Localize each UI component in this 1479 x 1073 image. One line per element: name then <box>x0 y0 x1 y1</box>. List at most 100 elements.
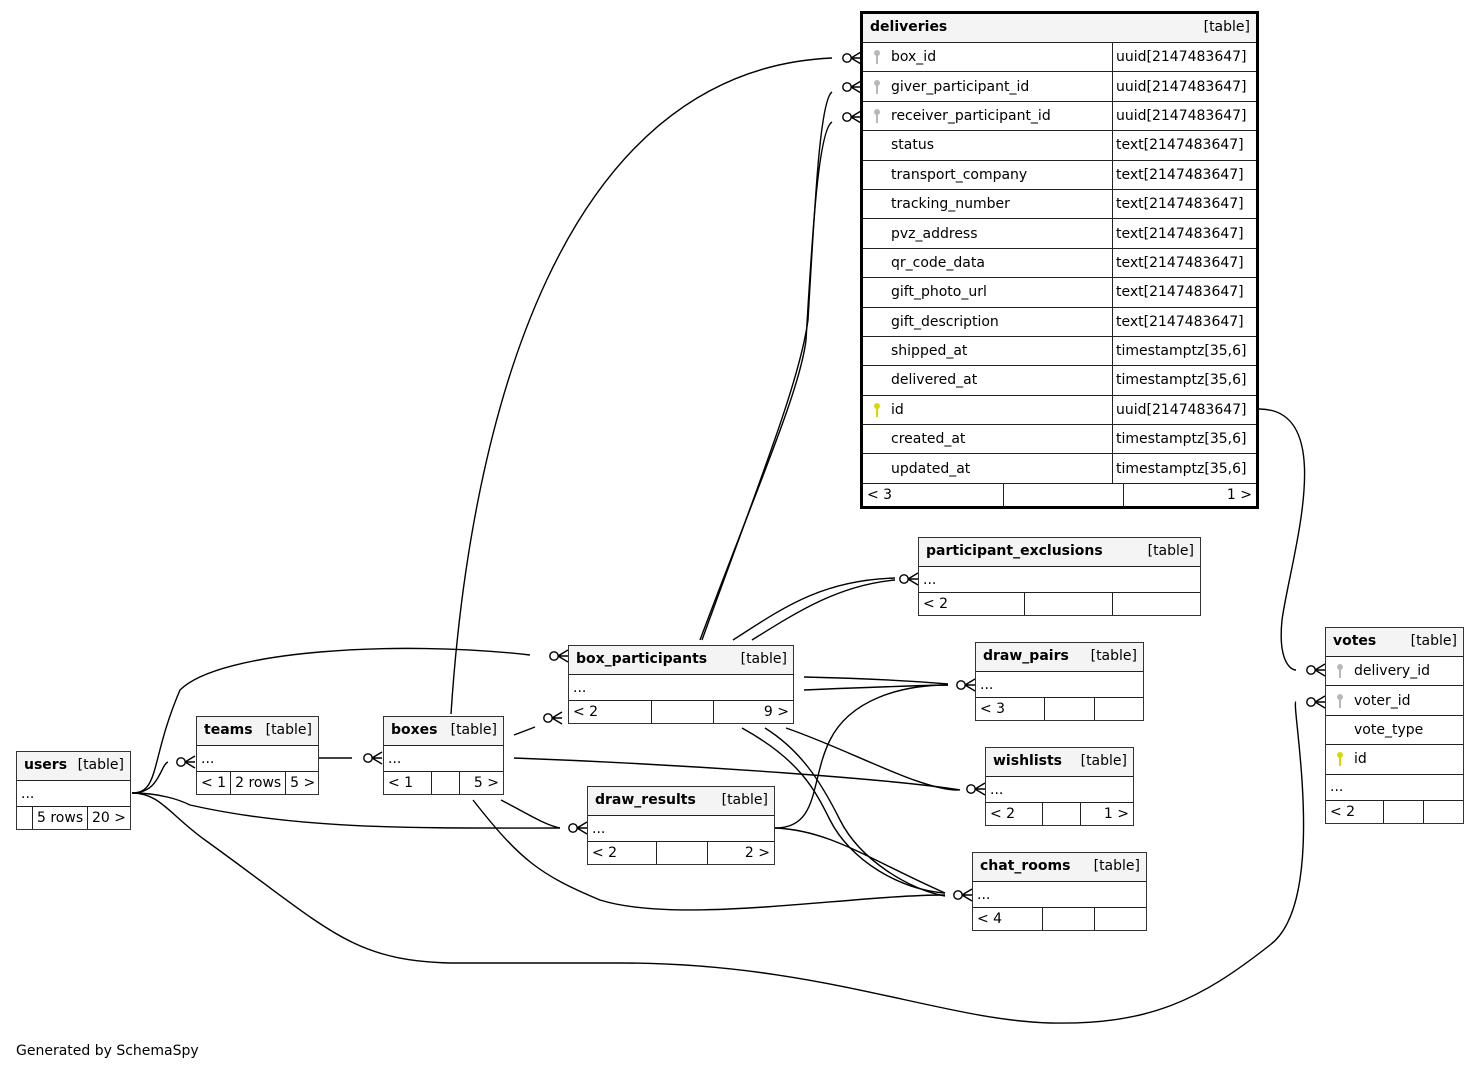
table-footer: < 3 <box>976 698 1143 720</box>
table-name[interactable]: deliveries <box>870 19 948 35</box>
table-name[interactable]: boxes <box>391 722 438 738</box>
columns-ellipsis: ... <box>569 675 793 701</box>
table-name[interactable]: box_participants <box>576 651 708 667</box>
table-footer: < 2 1 > <box>986 803 1133 825</box>
row-count <box>1024 593 1112 615</box>
columns-ellipsis: ... <box>17 781 130 807</box>
table-header: boxes [table] <box>384 717 503 746</box>
row-count <box>1003 483 1123 506</box>
table-boxes[interactable]: boxes [table] ... < 1 5 > <box>383 716 504 795</box>
column-row[interactable]: id <box>1326 745 1463 775</box>
parents-link[interactable]: < 2 <box>990 806 1016 822</box>
children-link[interactable]: 1 > <box>1080 803 1133 825</box>
children-link[interactable]: 1 > <box>1123 483 1256 506</box>
table-name[interactable]: teams <box>204 722 253 738</box>
crows-foot-icon <box>568 821 588 835</box>
parents-link[interactable]: < 4 <box>977 911 1003 927</box>
column-name-cell: voter_id <box>1326 686 1463 714</box>
column-row[interactable]: vote_type <box>1326 716 1463 746</box>
children-link[interactable]: 2 > <box>707 842 774 864</box>
children-link[interactable] <box>1423 800 1463 823</box>
children-link[interactable] <box>1112 593 1200 615</box>
column-type: text[2147483647] <box>1112 307 1256 336</box>
column-name-cell: shipped_at <box>863 337 1112 365</box>
column-name: status <box>891 137 935 154</box>
column-name-cell: vote_type <box>1326 716 1463 744</box>
parents-link[interactable] <box>17 807 32 829</box>
column-type: timestamptz[35,6] <box>1112 425 1256 454</box>
column-name-cell: gift_photo_url <box>863 278 1112 306</box>
column-type: uuid[2147483647] <box>1112 72 1256 101</box>
children-link[interactable] <box>1094 908 1146 930</box>
children-link[interactable]: 5 > <box>459 772 503 794</box>
parents-link[interactable]: < 1 <box>388 775 414 791</box>
table-box-participants[interactable]: box_participants [table] ... < 2 9 > <box>568 645 794 724</box>
column-name: box_id <box>891 49 937 66</box>
table-participant-exclusions[interactable]: participant_exclusions [table] ... < 2 <box>918 537 1201 616</box>
parents-link[interactable]: < 1 <box>201 775 227 791</box>
table-kind: [table] <box>1147 543 1194 559</box>
column-name: updated_at <box>891 460 971 477</box>
table-users[interactable]: users [table] ... 5 rows 20 > <box>16 751 131 830</box>
table-name[interactable]: chat_rooms <box>980 858 1071 874</box>
relationship-edge <box>131 792 561 829</box>
table-draw-results[interactable]: draw_results [table] ... < 2 2 > <box>587 786 775 865</box>
parents-link[interactable]: < 3 <box>867 486 893 503</box>
table-kind: [table] <box>77 757 124 773</box>
table-name[interactable]: votes <box>1333 633 1377 649</box>
relationship-edge <box>803 684 949 691</box>
table-draw-pairs[interactable]: draw_pairs [table] ... < 3 <box>975 642 1144 721</box>
table-footer: < 4 <box>973 908 1146 930</box>
parents-link[interactable]: < 2 <box>573 704 599 720</box>
relationship-edge <box>803 676 949 685</box>
children-link[interactable] <box>1094 698 1143 720</box>
column-name-cell: transport_company <box>863 161 1112 189</box>
table-name[interactable]: draw_pairs <box>983 648 1069 664</box>
column-type: text[2147483647] <box>1112 219 1256 248</box>
table-footer: < 2 <box>1326 800 1463 823</box>
foreign-key-icon <box>1334 663 1354 679</box>
table-wishlists[interactable]: wishlists [table] ... < 2 1 > <box>985 747 1134 826</box>
column-name: qr_code_data <box>891 254 985 271</box>
table-chat-rooms[interactable]: chat_rooms [table] ... < 4 <box>972 852 1147 931</box>
parents-link[interactable]: < 3 <box>980 701 1006 717</box>
table-header: wishlists [table] <box>986 748 1133 777</box>
table-name[interactable]: users <box>24 757 68 773</box>
children-link[interactable]: 5 > <box>285 772 319 794</box>
foreign-key-icon <box>871 49 891 65</box>
columns-ellipsis: ... <box>919 567 1200 593</box>
children-link[interactable]: 20 > <box>87 807 130 829</box>
crows-foot-icon <box>842 110 862 124</box>
table-teams[interactable]: teams [table] ... < 1 2 rows 5 > <box>196 716 319 795</box>
column-row[interactable]: delivery_id <box>1326 657 1463 687</box>
table-name[interactable]: wishlists <box>993 753 1062 769</box>
table-name[interactable]: participant_exclusions <box>926 543 1103 559</box>
parents-link[interactable]: < 2 <box>1330 803 1356 820</box>
parents-link[interactable]: < 2 <box>923 596 949 612</box>
table-name[interactable]: draw_results <box>595 792 696 808</box>
table-footer: < 2 9 > <box>569 701 793 723</box>
column-row[interactable]: voter_id <box>1326 686 1463 716</box>
table-header: deliveries [table] <box>863 14 1256 43</box>
parents-link[interactable]: < 2 <box>592 845 618 861</box>
children-link[interactable]: 9 > <box>713 701 793 723</box>
table-kind: [table] <box>1090 648 1137 664</box>
